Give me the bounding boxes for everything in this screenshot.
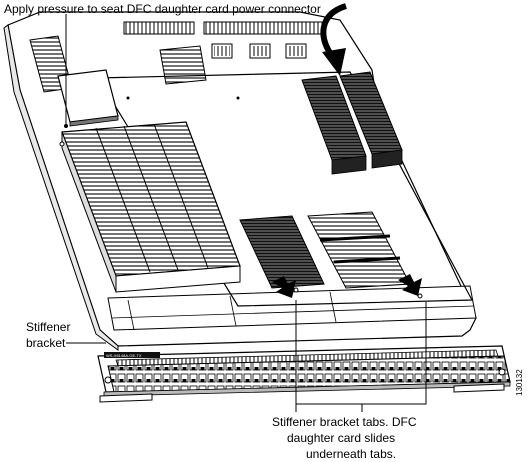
dfc-heatsink-left (239, 215, 325, 289)
mounting-holes (59, 96, 423, 299)
callout-tabs-line3: underneath tabs. (306, 447, 396, 461)
right-heatsink-a (301, 75, 367, 175)
right-heatsink-b (339, 71, 403, 169)
tab-arrow-right-icon (398, 274, 422, 296)
figure-id: 130132 (515, 369, 524, 396)
memory-heatsink (159, 45, 207, 85)
faceplate-model-label: WS-X6148A-GE-TX (106, 353, 142, 358)
callout-tabs-line1: Stiffener bracket tabs. DFC (272, 415, 417, 429)
callout-tabs-line2: daughter card slides (287, 431, 395, 445)
main-heatsink (61, 121, 241, 293)
tab-arrow-left-icon (272, 276, 296, 298)
callout-apply-pressure: Apply pressure to seat DFC daughter card… (4, 2, 321, 16)
callout-stiffener-line1: Stiffener (26, 320, 70, 334)
pressure-arrow-icon (320, 3, 348, 76)
callout-stiffener-line2: bracket (26, 336, 66, 350)
front-faceplate: WS-X6148A-GE-TX (97, 345, 511, 403)
top-edge-connectors (123, 21, 325, 59)
leader-lines (64, 14, 427, 412)
